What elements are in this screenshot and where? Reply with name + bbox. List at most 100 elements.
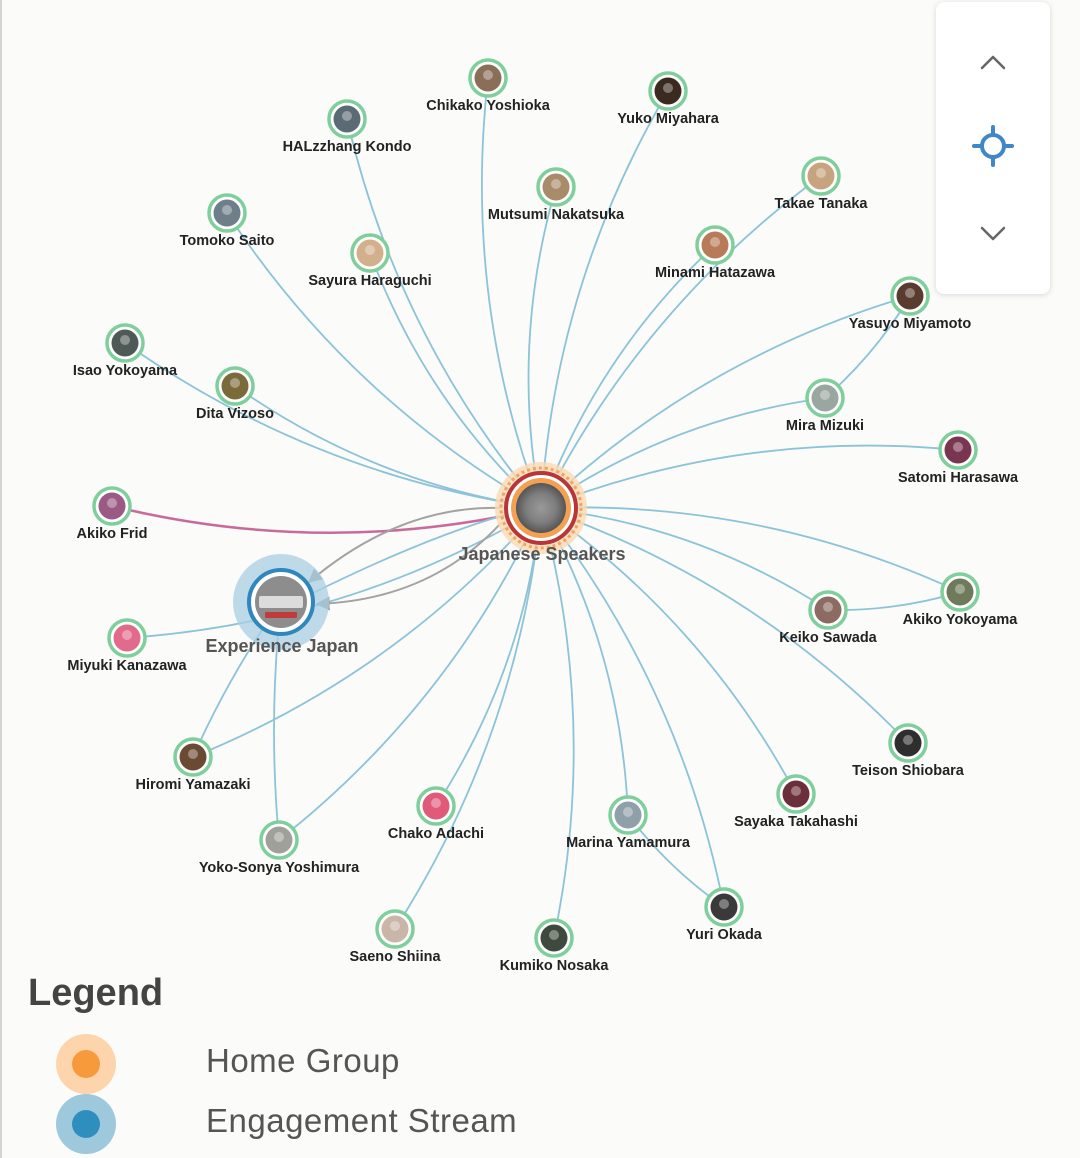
member-node-akiko-yokoyama[interactable]: Akiko Yokoyama (903, 572, 1019, 628)
member-node-takae-tanaka[interactable]: Takae Tanaka (775, 156, 869, 212)
edge-hiromi-yamazaki (192, 507, 542, 758)
member-node-kumiko-nosaka[interactable]: Kumiko Nosaka (500, 918, 610, 974)
member-label: Dita Vizoso (196, 406, 274, 422)
member-node-tomoko-saito[interactable]: Tomoko Saito (180, 193, 275, 249)
group-edges-layer (307, 506, 502, 611)
member-node-teison-shiobara[interactable]: Teison Shiobara (852, 723, 965, 779)
member-label: Sayaka Takahashi (734, 814, 858, 830)
edge-teison-shiobara (540, 507, 909, 744)
hub-avatar-icon (516, 483, 566, 533)
edge-yasuyo-miyamoto (540, 295, 911, 509)
member-node-chikako-yoshioka[interactable]: Chikako Yoshioka (426, 58, 551, 114)
legend-item-engagement-stream: Engagement Stream (56, 1094, 656, 1154)
legend-item-home-group: Home Group (56, 1034, 656, 1094)
avatar-icon (782, 780, 810, 808)
member-node-yoko-sonya-yoshimura[interactable]: Yoko-Sonya Yoshimura (199, 820, 360, 876)
avatar-icon (814, 596, 842, 624)
avatar-icon (333, 105, 361, 133)
member-label: Keiko Sawada (779, 630, 877, 646)
member-node-dita-vizoso[interactable]: Dita Vizoso (196, 366, 274, 422)
edge-yuko-miyahara (540, 90, 669, 509)
member-label: Yasuyo Miyamoto (849, 316, 972, 332)
scroll-up-button[interactable] (936, 32, 1050, 92)
member-label: Yuko Miyahara (617, 111, 719, 127)
member-node-isao-yokoyama[interactable]: Isao Yokoyama (73, 323, 178, 379)
edge-yoko-sonya-yoshimura (278, 507, 542, 841)
edge-minami-hatazawa (540, 244, 716, 509)
avatar-icon (614, 801, 642, 829)
member-node-chako-adachi[interactable]: Chako Adachi (388, 786, 484, 842)
member-label: Akiko Yokoyama (903, 612, 1019, 628)
avatar-icon (946, 578, 974, 606)
avatar-icon (111, 329, 139, 357)
avatar-icon (422, 792, 450, 820)
edge-kumiko-nosaka (540, 507, 575, 939)
avatar-icon (213, 199, 241, 227)
member-node-satomi-harasawa[interactable]: Satomi Harasawa (898, 430, 1019, 486)
avatar-icon (474, 64, 502, 92)
hubs-layer[interactable]: Experience Japan Japanese Speakers (205, 462, 626, 656)
member-label: Chikako Yoshioka (426, 98, 550, 114)
avatar-icon (811, 384, 839, 412)
chevron-down-icon (980, 226, 1006, 241)
group-edge-arrow (307, 506, 502, 583)
member-node-akiko-frid[interactable]: Akiko Frid (77, 486, 148, 542)
member-label: Mutsumi Nakatsuka (488, 207, 625, 223)
member-label: Miyuki Kanazawa (67, 658, 187, 674)
avatar-icon (701, 231, 729, 259)
experience-japan-label: Experience Japan (205, 636, 358, 656)
avatar-icon (542, 173, 570, 201)
member-node-mira-mizuki[interactable]: Mira Mizuki (786, 378, 864, 434)
edge-dita-vizoso (234, 385, 542, 509)
left-border (0, 0, 2, 1158)
member-node-saeno-shiina[interactable]: Saeno Shiina (349, 909, 441, 965)
japanese-speakers-label: Japanese Speakers (458, 544, 625, 564)
member-node-sayura-haraguchi[interactable]: Sayura Haraguchi (308, 233, 432, 289)
member-label: Isao Yokoyama (73, 363, 178, 379)
member-node-keiko-sawada[interactable]: Keiko Sawada (779, 590, 878, 646)
member-node-minami-hatazawa[interactable]: Minami Hatazawa (655, 225, 776, 281)
scroll-down-button[interactable] (936, 204, 1050, 264)
recenter-button[interactable] (936, 114, 1050, 178)
edge-chikako-yoshioka (481, 77, 542, 509)
avatar-icon (807, 162, 835, 190)
member-label: Teison Shiobara (852, 763, 965, 779)
group-edge-arrow (315, 522, 502, 611)
member-node-yuri-okada[interactable]: Yuri Okada (686, 887, 763, 943)
avatar-icon (221, 372, 249, 400)
avatar-icon (710, 893, 738, 921)
member-node-yuko-miyahara[interactable]: Yuko Miyahara (617, 71, 720, 127)
edge-link (827, 591, 961, 612)
crosshair-icon (972, 125, 1014, 167)
member-node-sayaka-takahashi[interactable]: Sayaka Takahashi (734, 774, 858, 830)
edge-satomi-harasawa (540, 444, 959, 509)
experience-japan-node[interactable]: Experience Japan (205, 554, 359, 656)
home-group-swatch-icon (56, 1034, 116, 1094)
member-label: Hiromi Yamazaki (136, 777, 251, 793)
member-label: Akiko Frid (77, 526, 148, 542)
edge-link (627, 814, 725, 908)
member-label: Yuri Okada (686, 927, 763, 943)
edge-sayaka-takahashi (540, 507, 797, 795)
avatar-icon (381, 915, 409, 943)
edge-takae-tanaka (540, 175, 822, 509)
member-node-halzzhang-kondo[interactable]: HALzzhang Kondo (283, 99, 412, 155)
member-label: Saeno Shiina (349, 949, 441, 965)
member-node-mutsumi-nakatsuka[interactable]: Mutsumi Nakatsuka (488, 167, 625, 223)
legend: Legend Home Group Engagement Stream (28, 972, 728, 1154)
legend-title: Legend (28, 972, 164, 1014)
member-label: HALzzhang Kondo (283, 139, 412, 155)
avatar-icon (654, 77, 682, 105)
edge-miyuki-kanazawa (126, 507, 542, 639)
member-node-marina-yamamura[interactable]: Marina Yamamura (566, 795, 691, 851)
zoom-controls (936, 2, 1050, 294)
member-node-miyuki-kanazawa[interactable]: Miyuki Kanazawa (67, 618, 188, 674)
member-label: Yoko-Sonya Yoshimura (199, 860, 360, 876)
edge-tomoko-saito (226, 212, 542, 509)
edge-akiko-frid (111, 504, 542, 534)
japanese-speakers-hub-node[interactable]: Japanese Speakers (458, 462, 626, 564)
member-node-yasuyo-miyamoto[interactable]: Yasuyo Miyamoto (849, 276, 972, 332)
member-node-hiromi-yamazaki[interactable]: Hiromi Yamazaki (136, 737, 251, 793)
